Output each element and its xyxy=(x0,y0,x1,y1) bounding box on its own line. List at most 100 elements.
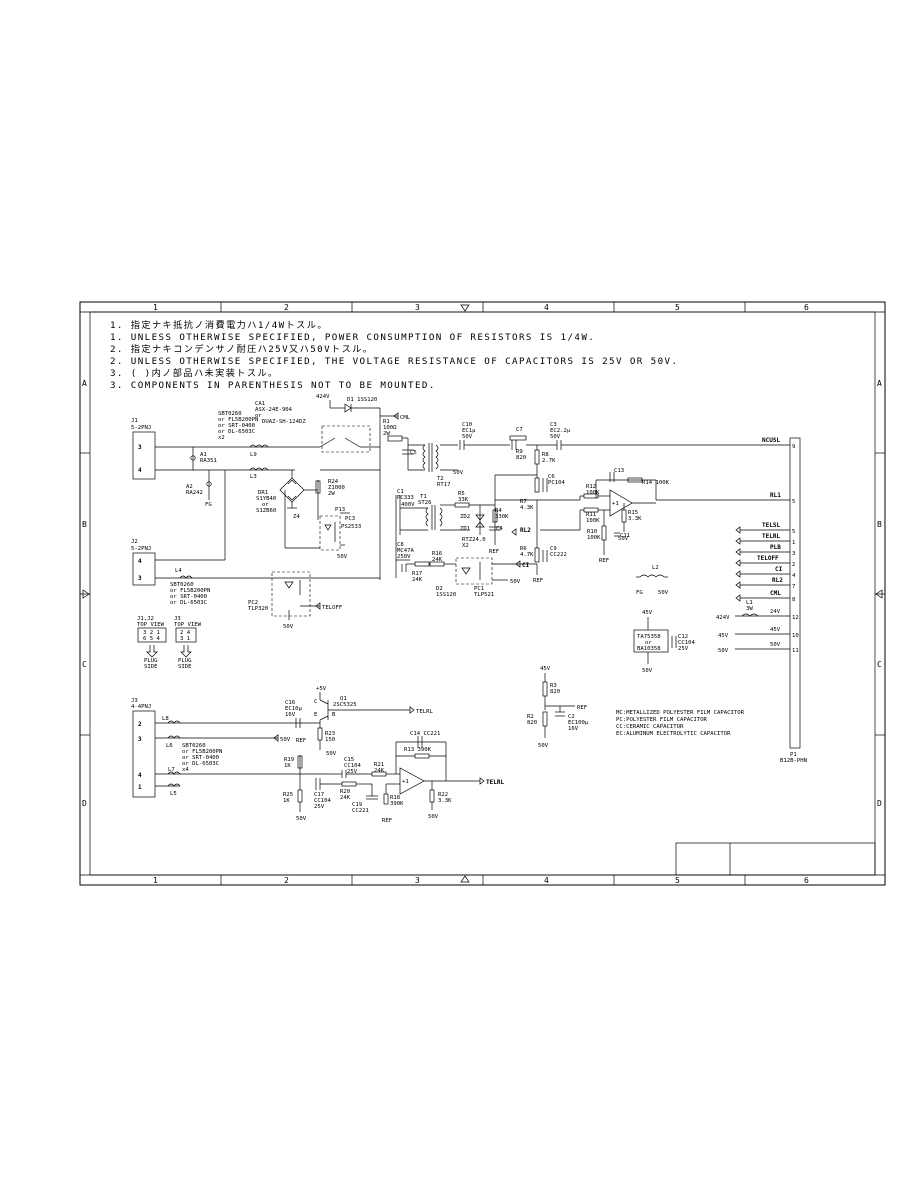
p1-pin-50v: 11 xyxy=(792,648,799,654)
q1-type: 2SC5325 xyxy=(333,702,357,708)
p1-net-telsl: TELSL xyxy=(762,522,780,529)
dr1-or: or xyxy=(262,502,269,508)
a2-ref: A2 xyxy=(186,484,193,490)
ca1-d1-section: CA1 ASX-24E-904 or DUAZ-SH-124DZ 424V D1… xyxy=(255,394,417,580)
j1-pin-4: 4 xyxy=(138,467,142,474)
net-ncusl: NCUSL xyxy=(762,437,780,444)
pc2-ref: PC2 xyxy=(248,600,258,606)
c15-ref: C15 xyxy=(344,757,354,763)
choke-b-line-4: or DL-6503C xyxy=(170,600,207,606)
j1-ref: J1 xyxy=(131,418,138,424)
r6-ref: R6 xyxy=(520,546,527,552)
r4-val: 330K xyxy=(495,514,509,520)
r5-ref: R5 xyxy=(458,491,465,497)
net-50v-r15: 50V xyxy=(618,536,629,542)
ref-label-c16: REF xyxy=(296,738,307,744)
choke-a-line-1: SBT0260 xyxy=(218,411,242,417)
r8-val: 2.7K xyxy=(542,458,556,464)
plug-label-1: PLUG xyxy=(144,658,158,664)
c2-type: EC100μ xyxy=(568,720,589,726)
l2-fg: FG xyxy=(636,590,643,596)
l2-50v: 50V xyxy=(658,590,669,596)
p1-net-50v: 50V xyxy=(770,642,781,648)
a1-type: RA351 xyxy=(200,458,217,464)
c19-ref: C19 xyxy=(352,802,362,808)
r23-val: 150 xyxy=(325,737,335,743)
p1-net-teloff: TELOFF xyxy=(757,555,779,562)
c1-t1-section: C1 PC333 400V T1 ST26 R5 33K ZD2 ZD1 RTZ… xyxy=(395,489,509,555)
p1-pin-plb: 3 xyxy=(792,551,795,557)
pc3-optocoupler: PC3 PS2533 P13 50V xyxy=(319,507,361,560)
c13-label: C13 xyxy=(614,468,624,474)
dr1-bridge-section: DR1 S1YB40 or S1ZB60 R24 Z1000 2W Z4 xyxy=(256,469,345,549)
side-label-2: SIDE xyxy=(178,664,192,670)
p1-pin-teloff: 2 xyxy=(792,562,795,568)
r15-ref: R15 xyxy=(628,510,638,516)
c10-ref: C10 xyxy=(462,422,472,428)
p1-pin-45v: 10 xyxy=(792,633,799,639)
c5-label: C5 xyxy=(410,450,417,456)
net-50v-r23: 50V xyxy=(326,751,337,757)
ringer-section: C8 MC47A 250V R17 24K R16 24K PC1 TLP521… xyxy=(395,500,567,598)
choke-a-line-3: or SRT-0400 xyxy=(218,423,255,429)
l7-label: L7 xyxy=(168,767,175,773)
dr1-alt: S1ZB60 xyxy=(256,508,276,514)
net-50v-r25: 50V xyxy=(296,816,307,822)
choke-b-line-2: or FL5B200PN xyxy=(170,588,210,594)
c14-label: C14 CC221 xyxy=(410,731,440,737)
l4-label: L4 xyxy=(175,568,182,574)
q1-5v: +5V xyxy=(316,686,327,692)
c15-v: 25V xyxy=(347,769,358,775)
r1-val: 100Ω xyxy=(383,425,397,431)
a2-type: RA242 xyxy=(186,490,203,496)
c17-v: 25V xyxy=(314,804,325,810)
legend-mc: MC:METALLIZED POLYESTER FILM CAPACITOR xyxy=(616,710,745,716)
c12-v: 25V xyxy=(678,646,689,652)
top-view-j1j2-top-pins: 3 2 1 xyxy=(143,630,160,636)
col-label-2-bottom: 2 xyxy=(284,876,289,885)
t2-ref: T2 xyxy=(437,476,444,482)
c1-ref: C1 xyxy=(397,489,404,495)
p1-type: B12B-PHN xyxy=(780,758,807,764)
r16-val: 24K xyxy=(432,557,443,563)
r3-val: 820 xyxy=(550,689,560,695)
c1-type: PC333 xyxy=(397,495,414,501)
c3-v: 50V xyxy=(550,434,561,440)
plug-top-view: J1,J2 TOP VIEW 3 2 1 6 5 4 J3 TOP VIEW 2… xyxy=(137,616,202,670)
d1-label: D1 1SS120 xyxy=(347,397,377,403)
c4-label: C4 xyxy=(496,526,503,532)
r6-val: 4.7K xyxy=(520,552,534,558)
pc1-type: TLP521 xyxy=(474,592,494,598)
j3-type: 4-4PNJ xyxy=(131,704,151,710)
r12-ref: R12 xyxy=(586,484,596,490)
ref-divider-section: 45V R3 820 REF R2 820 C2 EC100μ 16V 50V xyxy=(527,666,589,749)
ca1-type: ASX-24E-904 xyxy=(255,407,293,413)
p1-pin-cml: 8 xyxy=(792,597,796,603)
r7-ref: R7 xyxy=(520,499,527,505)
r21-ref: R21 xyxy=(374,762,384,768)
ic-type: TA75358 xyxy=(637,634,661,640)
c15-type: CC104 xyxy=(344,763,361,769)
c6-type: PC104 xyxy=(548,480,565,486)
row-label-c-right: C xyxy=(877,660,882,669)
net-50v-r2: 50V xyxy=(538,743,549,749)
j1-pin-3: 3 xyxy=(138,444,142,451)
legend-cc: CC:CERAMIC CAPACITOR xyxy=(616,724,684,730)
pc2-type: TLP320 xyxy=(248,606,268,612)
j3-ref: J3 xyxy=(131,698,138,704)
connector-p1: P1 B12B-PHN 9 5 TELSL 5 TELRL 1 PLB 3 TE… xyxy=(735,437,807,764)
l3-label: L3 xyxy=(250,474,257,480)
c7-label: C7 xyxy=(516,427,523,433)
c11-label: C11 xyxy=(620,533,630,539)
note-2-en: 2. UNLESS OTHERWISE SPECIFIED, THE VOLTA… xyxy=(110,356,678,367)
choke-b-line-1: SBT0260 xyxy=(170,582,194,588)
r22-ref: R22 xyxy=(438,792,448,798)
l1-ref: L1 xyxy=(746,600,753,606)
drawing-frame xyxy=(79,301,886,886)
fg-label: FG xyxy=(205,502,212,508)
p1-net-rl2: RL2 xyxy=(772,577,783,584)
c16-ref: C16 xyxy=(285,700,295,706)
choke-a-line-5: x2 xyxy=(218,435,225,441)
q1-pin-b: B xyxy=(332,712,336,718)
